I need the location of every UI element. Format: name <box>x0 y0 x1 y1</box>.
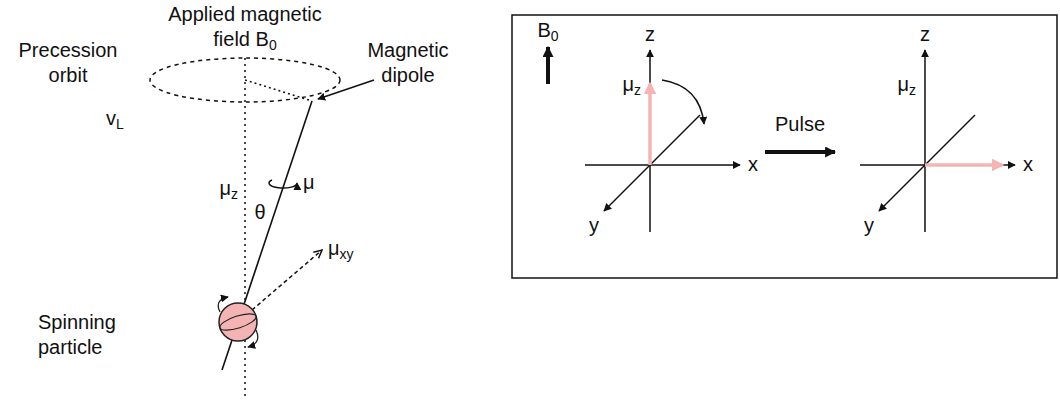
subscript: xy <box>340 246 354 262</box>
axis-label: y <box>864 213 874 238</box>
panel-frame <box>512 15 1057 278</box>
pulse-label: Pulse <box>775 112 825 137</box>
rotation-arrow <box>218 297 228 312</box>
subscript: L <box>116 116 124 132</box>
x-axis <box>585 164 740 166</box>
rotation-arrow <box>248 330 258 347</box>
axis-label: μz <box>622 72 641 97</box>
axis-label: x <box>748 152 758 177</box>
pulse-arrow <box>765 150 835 154</box>
subscript: z <box>909 82 916 98</box>
orbit-radius <box>245 80 312 101</box>
magnetization-vector <box>925 163 1002 167</box>
axis-label: x <box>1023 152 1033 177</box>
y-axis <box>879 115 975 211</box>
x-axis <box>860 164 1015 166</box>
field-label: B0 <box>537 18 558 43</box>
z-axis <box>924 50 926 232</box>
z-axis <box>649 50 651 232</box>
magnetization-vector <box>648 84 652 165</box>
subscript: z <box>231 186 238 202</box>
precession-orbit <box>150 58 340 102</box>
subscript: 0 <box>551 28 559 44</box>
subscript: 0 <box>269 37 277 53</box>
y-axis <box>604 115 700 211</box>
frequency-label: vL <box>106 106 124 131</box>
angle-label: θ <box>254 200 265 225</box>
field-title: Applied magnetic field B0 <box>157 2 333 52</box>
spinning-particle <box>219 303 257 341</box>
axis-label: z <box>920 22 930 47</box>
field-axis <box>244 58 246 400</box>
axis-label: μz <box>219 176 238 201</box>
field-arrow <box>546 47 550 84</box>
axis-label: y <box>589 213 599 238</box>
leader-arrow <box>318 80 374 99</box>
particle-equator <box>218 310 258 333</box>
spin-arrow <box>269 180 297 188</box>
orbit-label: Precession orbit <box>7 38 129 88</box>
subscript: z <box>634 82 641 98</box>
axis-label: z <box>645 22 655 47</box>
moment-label: μ <box>303 170 315 195</box>
dipole-label: Magnetic dipole <box>353 38 463 88</box>
transverse-vector <box>252 250 322 310</box>
axis-label: μxy <box>328 236 354 261</box>
tip-arrow <box>662 80 704 124</box>
particle-label: Spinning particle <box>38 310 150 360</box>
axis-label: μz <box>897 72 916 97</box>
